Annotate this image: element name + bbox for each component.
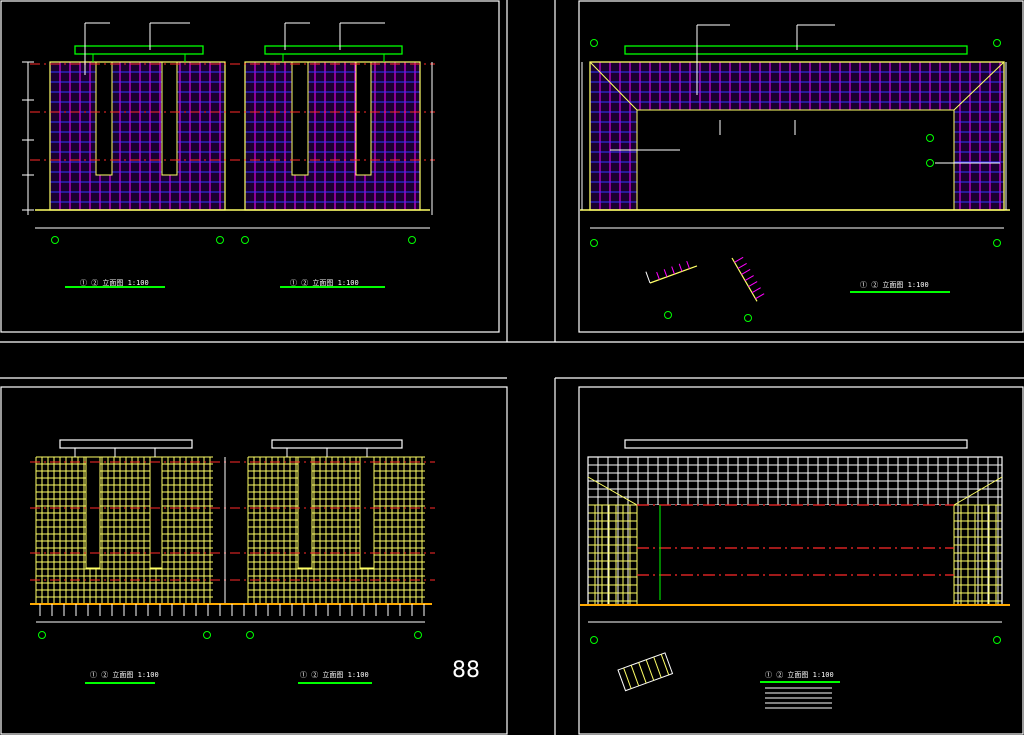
panel-2-frame: [578, 0, 1024, 333]
panel4-title: ① ② 立面图 1:100: [765, 671, 834, 679]
panel-1-elevations: [22, 22, 435, 288]
panel1-right-title: ① ② 立面图 1:100: [290, 279, 359, 287]
scale-mark: 88: [452, 658, 480, 683]
panel-4-frame: [578, 386, 1024, 735]
panel3-right-title: ① ② 立面图 1:100: [300, 671, 369, 679]
panel3-left-title: ① ② 立面图 1:100: [90, 671, 159, 679]
panel-4-elevation: [580, 439, 1010, 709]
panel-2-elevation: [580, 24, 1010, 322]
panel-3-frame: [0, 386, 508, 735]
panel-1-frame: [0, 0, 500, 333]
panel1-left-title: ① ② 立面图 1:100: [80, 279, 149, 287]
panel2-title: ① ② 立面图 1:100: [860, 281, 929, 289]
panel-3-elevations: [30, 439, 435, 684]
